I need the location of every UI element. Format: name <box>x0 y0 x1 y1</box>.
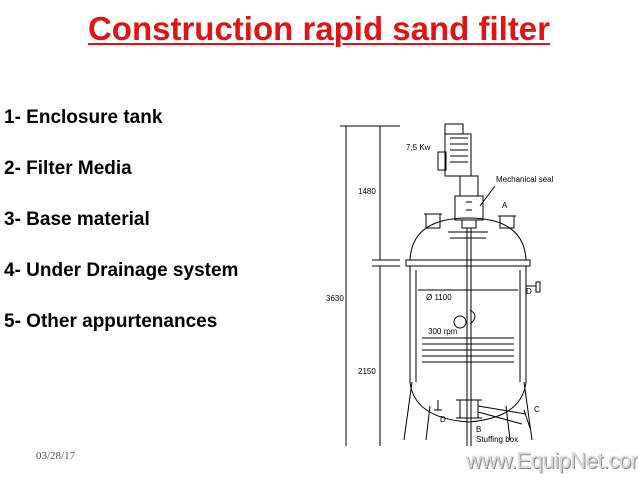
motor-power-label: 7,5 Kw <box>406 143 431 152</box>
slide-title: Construction rapid sand filter <box>87 10 551 47</box>
filter-vessel-drawing: 7,5 Kw Mechanical seal 1480 3630 2150 Ø … <box>326 123 554 446</box>
equipnet-watermark: www.EquipNet.com <box>466 448 638 473</box>
mechanical-seal-label: Mechanical seal <box>496 175 554 184</box>
list-item-base-material: 3- Base material <box>4 209 150 230</box>
nozzle-b-label: B <box>476 425 481 434</box>
dimension-2150: 2150 <box>358 367 376 376</box>
nozzle-c-label: C <box>534 405 540 414</box>
nozzle-a-label: A <box>502 201 508 210</box>
list-item-under-drainage: 4- Under Drainage system <box>4 260 239 281</box>
nozzle-d-left-label: D <box>440 415 446 424</box>
stuffing-box-label: Stuffing box <box>476 435 518 444</box>
list-item-filter-media: 2- Filter Media <box>4 158 132 179</box>
dimension-1480: 1480 <box>358 187 376 196</box>
nozzle-d-right-label: D <box>526 287 532 296</box>
speed-label: 300 rpm <box>428 327 458 336</box>
slide-date: 03/28/17 <box>36 450 76 462</box>
diameter-label: Ø 1100 <box>426 293 452 302</box>
list-item-enclosure-tank: 1- Enclosure tank <box>4 107 163 128</box>
component-list: 1- Enclosure tank 2- Filter Media 3- Bas… <box>4 106 256 361</box>
dimension-3630: 3630 <box>326 294 344 303</box>
list-item-appurtenances: 5- Other appurtenances <box>4 311 218 332</box>
